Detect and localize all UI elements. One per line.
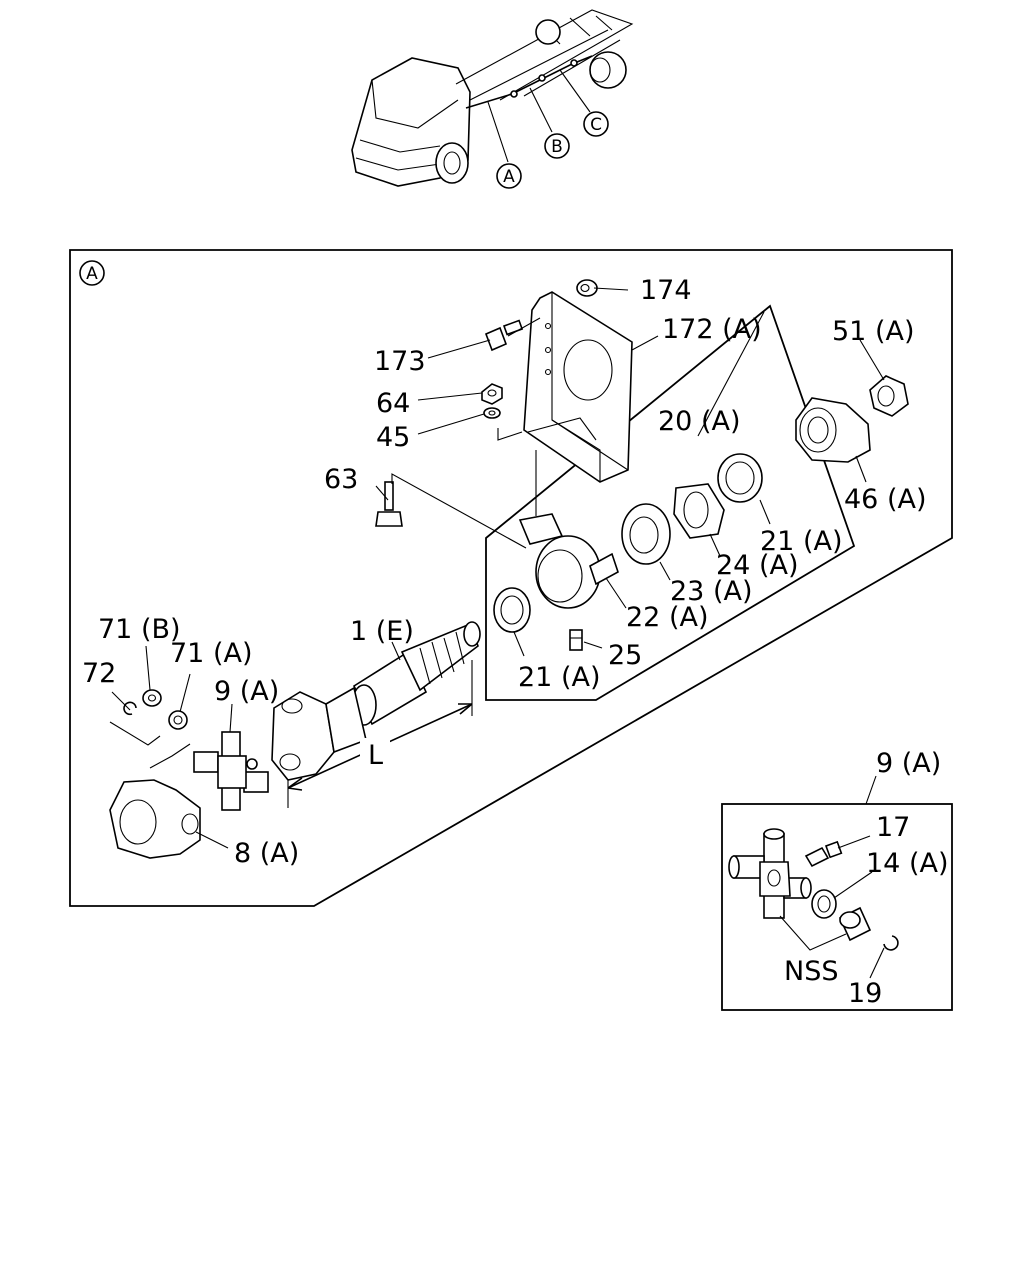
detail-panel-frame [721, 803, 953, 1011]
label-71b: 71 (B) [98, 614, 181, 645]
universal-joint-9a[interactable] [193, 731, 269, 811]
flange-8a[interactable] [109, 779, 201, 859]
bolt-63[interactable] [375, 481, 403, 527]
dimension-l [287, 660, 473, 808]
detail-label-17: 17 [876, 812, 910, 843]
label-21a-left: 21 (A) [518, 662, 600, 693]
yoke[interactable] [271, 686, 367, 781]
main-leaders [109, 287, 885, 849]
label-9a: 9 (A) [214, 676, 279, 707]
callout-b-label: B [551, 137, 563, 157]
seal-21a-right[interactable] [717, 453, 763, 503]
collar-24a[interactable] [673, 483, 725, 539]
detail-label-14a: 14 (A) [866, 848, 948, 879]
label-71a: 71 (A) [170, 638, 252, 669]
label-1e: 1 (E) [350, 616, 414, 647]
bracket-172a[interactable] [523, 291, 633, 483]
label-25: 25 [608, 640, 642, 671]
seal-21a-left[interactable] [493, 587, 531, 633]
main-panel: A [69, 249, 953, 907]
section-marker-circle [79, 260, 105, 286]
chassis-frame [455, 9, 634, 101]
rear-wheel [589, 51, 627, 89]
label-45: 45 [376, 422, 410, 453]
nut-64[interactable] [481, 383, 503, 405]
nut-71b[interactable] [142, 689, 162, 707]
label-174: 174 [640, 275, 692, 306]
center-bearing-frame [485, 304, 856, 701]
label-20a: 20 (A) [658, 406, 740, 437]
label-23a: 23 (A) [670, 576, 752, 607]
callout-c-label: C [590, 115, 602, 135]
grease-fitting-25[interactable] [569, 629, 583, 651]
bearing-housing-22a[interactable] [518, 513, 619, 609]
section-marker-label: A [86, 264, 98, 284]
nut-51a[interactable] [869, 375, 909, 417]
callout-a-label: A [503, 167, 515, 187]
clip-72[interactable] [123, 701, 137, 716]
flange-46a[interactable] [795, 397, 871, 463]
detail-spider[interactable] [728, 828, 812, 919]
label-172a: 172 (A) [662, 314, 762, 345]
label-173: 173 [374, 346, 426, 377]
label-8a: 8 (A) [234, 838, 299, 869]
label-63: 63 [324, 464, 358, 495]
front-wheel [435, 142, 469, 184]
bearing-23a[interactable] [621, 503, 671, 565]
label-24a: 24 (A) [716, 550, 798, 581]
nut-71a[interactable] [168, 710, 188, 730]
callout-b-circle[interactable] [544, 133, 570, 159]
main-panel-frame [69, 249, 953, 907]
label-46a: 46 (A) [844, 484, 926, 515]
bolt-173[interactable] [484, 319, 524, 352]
label-22a: 22 (A) [626, 602, 708, 633]
detail-panel: 9 (A) [721, 748, 953, 1011]
detail-label-19: 19 [848, 978, 882, 1009]
truck-overview: A B C [351, 9, 634, 189]
detail-grease-nipple-17[interactable] [804, 840, 843, 868]
detail-snap-ring-19[interactable] [883, 935, 899, 951]
label-51a: 51 (A) [832, 316, 914, 347]
label-64: 64 [376, 388, 410, 419]
detail-seal-14a[interactable] [811, 889, 837, 919]
detail-label-nss: NSS [784, 956, 838, 987]
callout-c-circle[interactable] [583, 111, 609, 137]
label-72: 72 [82, 658, 116, 689]
callout-a-circle[interactable] [496, 163, 522, 189]
detail-panel-title: 9 (A) [876, 748, 941, 779]
label-21a-right: 21 (A) [760, 526, 842, 557]
dimension-l-label: L [368, 740, 383, 771]
washer-45[interactable] [483, 407, 501, 419]
detail-bearing-cup[interactable] [838, 906, 872, 942]
